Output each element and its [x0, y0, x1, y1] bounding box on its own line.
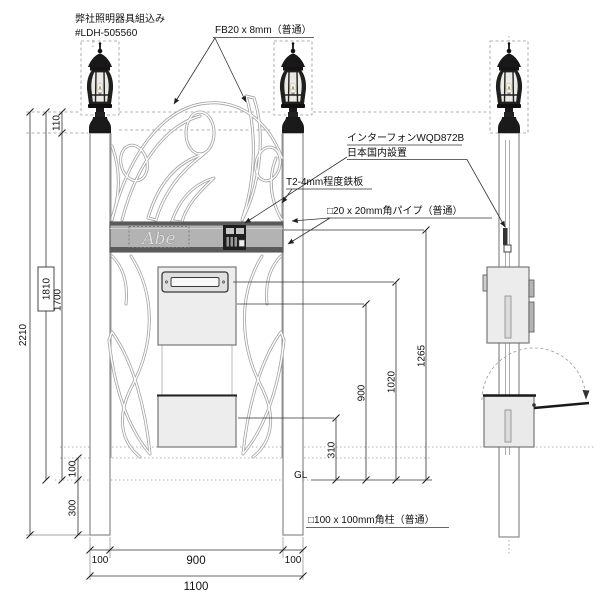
- swing-arc-arrow: [582, 390, 590, 400]
- ground-line: GL: [294, 470, 432, 484]
- nameplate-text: Abe: [140, 229, 175, 249]
- nameplate-band: Abe: [109, 221, 284, 253]
- dim-intercom-height: 1265: [417, 344, 428, 367]
- dim-lamp-base: 110: [52, 115, 63, 131]
- dim-embed: 300: [68, 499, 79, 516]
- note-steel-plate: T2-4mm程度鉄板: [286, 175, 363, 188]
- lower-box-front: [157, 394, 237, 448]
- square-pipe-leader-bottom: [287, 217, 331, 245]
- left-post: [89, 132, 111, 536]
- lower-box-side: [483, 394, 590, 448]
- right-dimensions: 310 900 1020 1265: [233, 226, 430, 480]
- note-intercom-model: インターフォンWQD872B: [347, 132, 465, 144]
- gl-label: GL: [294, 470, 308, 481]
- left-lamp-outline: [80, 40, 120, 116]
- dim-panel-height: 1700: [53, 288, 64, 311]
- dim-box-height: 310: [327, 441, 338, 458]
- note-square-post: □100 x 100mm角柱（普通）: [308, 513, 435, 526]
- note-lamp-builtin: 弊社照明器具組込み: [75, 12, 165, 25]
- intercom-unit-side: [503, 228, 512, 253]
- right-lamp-outline: [273, 40, 313, 116]
- note-lamp-model: #LDH-505560: [75, 28, 138, 39]
- dim-above-gl-box: [37, 266, 55, 312]
- dim-slot-height: 1020: [387, 370, 398, 393]
- right-lamp: [279, 41, 307, 134]
- front-view: Abe: [80, 40, 313, 536]
- annotations: 弊社照明器具組込み #LDH-505560 FB20 x 8mm（普通） インタ…: [75, 12, 506, 528]
- open-lid: [533, 401, 590, 410]
- left-lamp: [86, 41, 114, 134]
- side-view: [481, 40, 590, 538]
- side-lamp: [495, 41, 523, 134]
- mailbox-side: [482, 266, 535, 344]
- mailbox-front: [157, 266, 237, 395]
- dim-above-gl: 1810: [42, 277, 53, 300]
- intercom-unit-front: [223, 225, 246, 250]
- dim-plinth: 100: [68, 460, 79, 477]
- nameplate-outline: [128, 226, 190, 248]
- note-flat-bar: FB20 x 8mm（普通）: [215, 23, 312, 36]
- dim-left-post-width: 100: [92, 555, 109, 566]
- mail-slot: [170, 277, 220, 287]
- dim-mail-height: 900: [357, 384, 368, 401]
- intercom-leader-front: [244, 156, 348, 224]
- dim-total-height: 2210: [18, 323, 29, 346]
- bottom-dimensions: 100 900 100 1100: [86, 537, 307, 593]
- note-square-pipe: □20 x 20mm角パイプ（普通）: [327, 204, 463, 217]
- dim-total-width: 1100: [184, 581, 209, 593]
- square-pipe-leader-top: [291, 217, 331, 224]
- flat-bar-leader-right: [214, 37, 247, 103]
- intercom-leader-side: [347, 159, 506, 228]
- left-dimensions: 2210 1810 110 1700 100 300: [18, 108, 82, 539]
- dim-span-width: 900: [186, 555, 205, 567]
- dim-right-post-width: 100: [285, 555, 302, 566]
- note-intercom-setting: 日本国内設置: [347, 146, 407, 159]
- swing-arc: [481, 347, 587, 401]
- steel-plate-leader: [281, 188, 293, 204]
- flat-bar-leader-left: [173, 37, 216, 105]
